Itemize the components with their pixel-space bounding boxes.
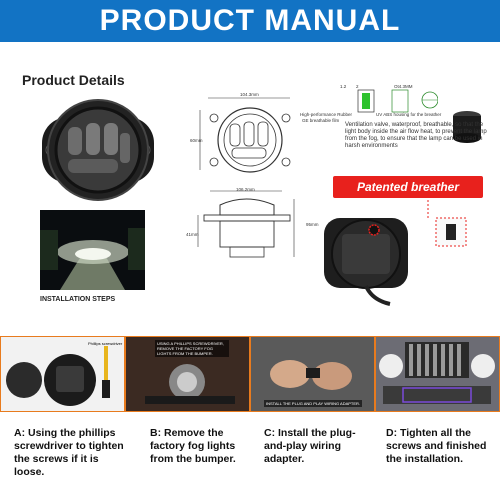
dim-small-2: 2 [356, 84, 359, 89]
step-a-photo-label: Phillips screwdriver [88, 341, 123, 346]
step-a-photo: Phillips screwdriver [0, 336, 125, 412]
vent-description: Ventilation valve, waterproof, breathabl… [345, 122, 487, 149]
step-d-photo [375, 336, 500, 412]
fog-light-back-photo [324, 200, 467, 306]
label-rubber: High-performance Rubber [300, 112, 353, 117]
dim-small-1: 1.2 [340, 84, 347, 89]
label-film: GE breathable film [302, 118, 340, 123]
front-view-drawing [199, 97, 291, 173]
step-c-photo-label: INSTALL THE PLUG AND PLAY WIRING ADAPTER… [264, 400, 363, 407]
dim-width-bottom: 106.2mm [236, 187, 255, 192]
details-heading: Product Details [22, 72, 125, 88]
dim-small-3: Ot4.3MM [394, 84, 413, 89]
dim-depth: 41mm [186, 232, 199, 237]
page-title: PRODUCT MANUAL [99, 4, 401, 37]
step-b-photo: USING A PHILLIPS SCREWDRIVER, REMOVE THE… [125, 336, 250, 412]
breather-diagram [357, 89, 438, 113]
label-housing: UV ABS housing for the breather [376, 112, 442, 117]
breather-cap-photo [453, 111, 481, 143]
side-view-drawing [197, 190, 295, 258]
dim-height-side: 60mm [190, 138, 203, 143]
step-d-caption: D: Tighten all the screws and finished t… [386, 427, 487, 465]
patented-label: Patented breather [356, 180, 460, 194]
patented-badge [333, 176, 483, 198]
step-b-photo-label: USING A PHILLIPS SCREWDRIVER, REMOVE THE… [155, 340, 229, 357]
step-c-photo: INSTALL THE PLUG AND PLAY WIRING ADAPTER… [250, 336, 375, 412]
dim-width-top: 104.3mm [240, 92, 259, 97]
fog-light-photo [42, 99, 154, 201]
night-road-photo [40, 210, 145, 290]
step-a-caption: A: Using the phillips screwdriver to tig… [14, 427, 124, 478]
dim-height-right: 95mm [306, 222, 319, 227]
header-banner [0, 0, 500, 42]
installation-steps-label: INSTALLATION STEPS [40, 296, 116, 303]
step-b-caption: B: Remove the factory fog lights from th… [150, 427, 236, 465]
step-c-caption: C: Install the plug-and-play wiring adap… [264, 427, 356, 465]
